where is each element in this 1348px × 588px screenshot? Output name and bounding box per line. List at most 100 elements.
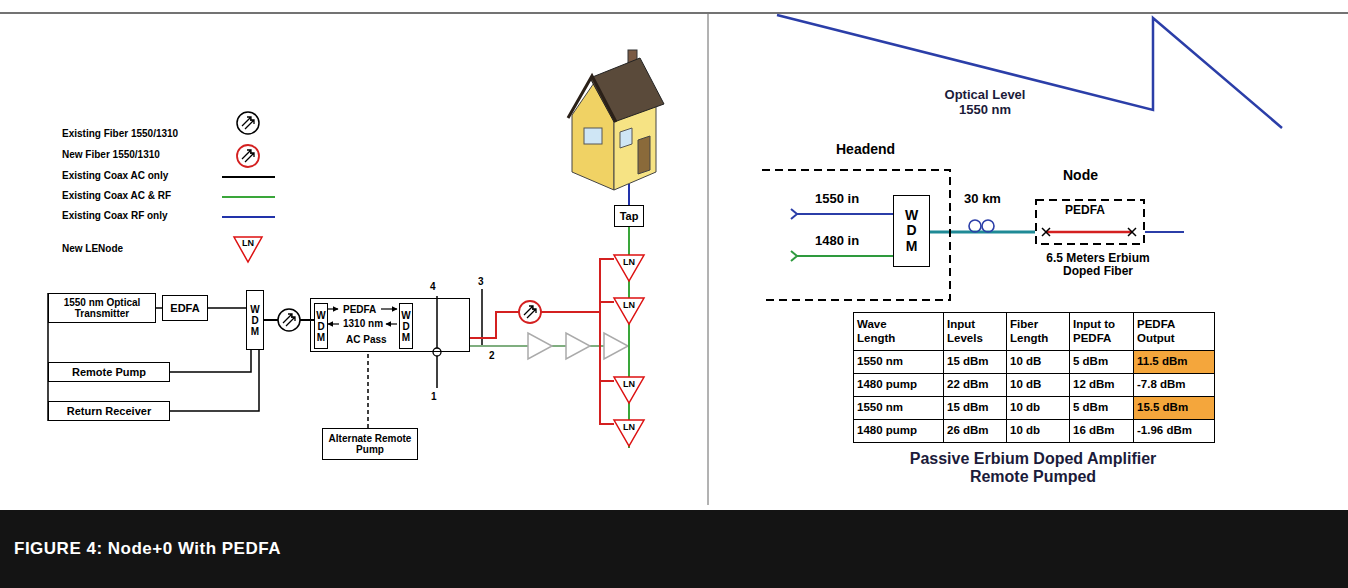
table-cell-box: 15 dBm: [943, 350, 1007, 374]
connector: [208, 307, 246, 309]
table-cell-box: 10 db: [1006, 396, 1070, 420]
node-text: Alternate Remote Pump: [323, 433, 417, 455]
receiver-box: Return Receiver: [48, 401, 170, 421]
transmitter-box: 1550 nm Optical Transmitter: [48, 293, 156, 323]
table-cell-box: PEDFA Output: [1133, 312, 1215, 351]
legend-label: New Fiber 1550/1310: [62, 149, 160, 160]
table-cell-box: Input to PEDFA: [1069, 312, 1134, 351]
connector: [470, 312, 614, 381]
legend-label: Existing Coax AC only: [62, 170, 168, 181]
input-chevron: [791, 209, 797, 219]
table-cell-box: 11.5 dBm: [1133, 350, 1215, 374]
table-cell: -1.96 dBm: [1137, 424, 1192, 437]
node-text: 1310 nm: [343, 318, 383, 329]
connector: [367, 352, 369, 428]
figure-caption: FIGURE 4: Node+0 With PEDFA: [14, 539, 281, 558]
lenode-triangle: LN: [614, 255, 644, 281]
legend-label: New LENode: [62, 243, 123, 254]
legend-label: Existing Coax AC & RF: [62, 190, 171, 201]
wdm-box: W D M: [246, 290, 264, 350]
table-cell-box: 15.5 dBm: [1133, 396, 1215, 420]
tap-box: Tap: [614, 205, 644, 227]
label-box: 1: [431, 391, 437, 402]
house-window: [620, 128, 632, 148]
fiber-symbol: [237, 145, 259, 167]
triangle-shape: [614, 377, 644, 403]
label-box: 1550 in: [815, 192, 859, 207]
fiber-symbol: [519, 301, 541, 323]
existing-amplifier: [604, 333, 628, 359]
connector: [170, 350, 259, 411]
node-text: LN: [623, 377, 635, 389]
node-region: NodePEDFA: [1035, 168, 1145, 246]
table-cell-box: 1480 pump: [853, 373, 944, 397]
table-cell: 1480 pump: [857, 378, 917, 391]
node-text: PEDFA: [1065, 204, 1105, 217]
lenode-triangle: LN: [614, 377, 644, 403]
table-cell: 11.5 dBm: [1137, 355, 1188, 368]
table-cell-box: 1550 nm: [853, 396, 944, 420]
wdm-box: W D M: [314, 303, 328, 349]
fiber-coil: [982, 220, 994, 232]
label-box: 3: [478, 276, 484, 287]
table-cell-box: 16 dBm: [1069, 419, 1134, 443]
table-cell: 5 dBm: [1073, 355, 1108, 368]
tap-point: [433, 348, 441, 356]
table-cell: PEDFA Output: [1137, 318, 1190, 344]
table-cell: 10 db: [1010, 424, 1040, 437]
table-cell-box: 22 dBm: [943, 373, 1007, 397]
table-title: Passive Erbium Doped Amplifier Remote Pu…: [888, 450, 1178, 486]
node-text: W D M: [250, 304, 260, 337]
top-rule: [0, 12, 1348, 14]
panel-divider: [708, 14, 709, 505]
table-cell: 22 dBm: [947, 378, 989, 391]
caption-bar: [0, 510, 1348, 588]
table-cell-box: 12 dBm: [1069, 373, 1134, 397]
house-window: [584, 128, 602, 144]
wdm-box: W D M: [893, 195, 930, 267]
connector: [628, 227, 630, 255]
node-text: W D M: [905, 208, 919, 254]
legend-line: [222, 196, 275, 198]
fiber-coil: [969, 220, 981, 232]
dashed-border: [1036, 200, 1144, 244]
house-door: [638, 136, 650, 174]
fiber-symbol: [278, 309, 300, 331]
label-box: 6.5 Meters Erbium Doped Fiber: [1033, 252, 1163, 279]
label-box: 1480 in: [815, 234, 859, 249]
drop-line: [628, 184, 630, 205]
table-cell-box: Wave Length: [853, 312, 944, 351]
house-roof-trim: [568, 76, 616, 122]
edge-label: 30 km: [962, 192, 1003, 207]
node-text: Remote Pump: [70, 366, 148, 378]
table-cell: Input Levels: [947, 318, 1000, 344]
connector: [930, 231, 1035, 234]
legend-row: Existing Coax RF only: [62, 210, 168, 221]
triangle-shape: [614, 420, 644, 446]
output-line: [1145, 231, 1184, 233]
triangle-shape: [614, 298, 644, 324]
label-box: LN: [240, 238, 256, 248]
label-box: 4: [430, 281, 436, 292]
table-cell: 12 dBm: [1073, 378, 1115, 391]
lenode-triangle: LN: [614, 298, 644, 324]
port-number: 2: [489, 350, 495, 361]
legend-row: New Fiber 1550/1310: [62, 149, 160, 160]
table-cell: 5 dBm: [1073, 401, 1108, 414]
fiber-note: 6.5 Meters Erbium Doped Fiber: [1033, 252, 1163, 279]
label-box: Passive Erbium Doped Amplifier Remote Pu…: [888, 450, 1178, 486]
signal-arrow: [381, 308, 397, 309]
lenode-symbol-text: LN: [240, 238, 256, 248]
splice-mark: [1042, 228, 1136, 236]
input-line: [797, 213, 893, 215]
label-box: 2: [489, 350, 495, 361]
table-cell-box: 15 dBm: [943, 396, 1007, 420]
input-line: [797, 255, 893, 257]
connector: [470, 302, 614, 338]
legend-row: New LENode: [62, 243, 123, 254]
port-number: 1: [431, 391, 437, 402]
node-text: AC Pass: [346, 334, 387, 345]
legend-row: Existing Fiber 1550/1310: [62, 128, 178, 139]
